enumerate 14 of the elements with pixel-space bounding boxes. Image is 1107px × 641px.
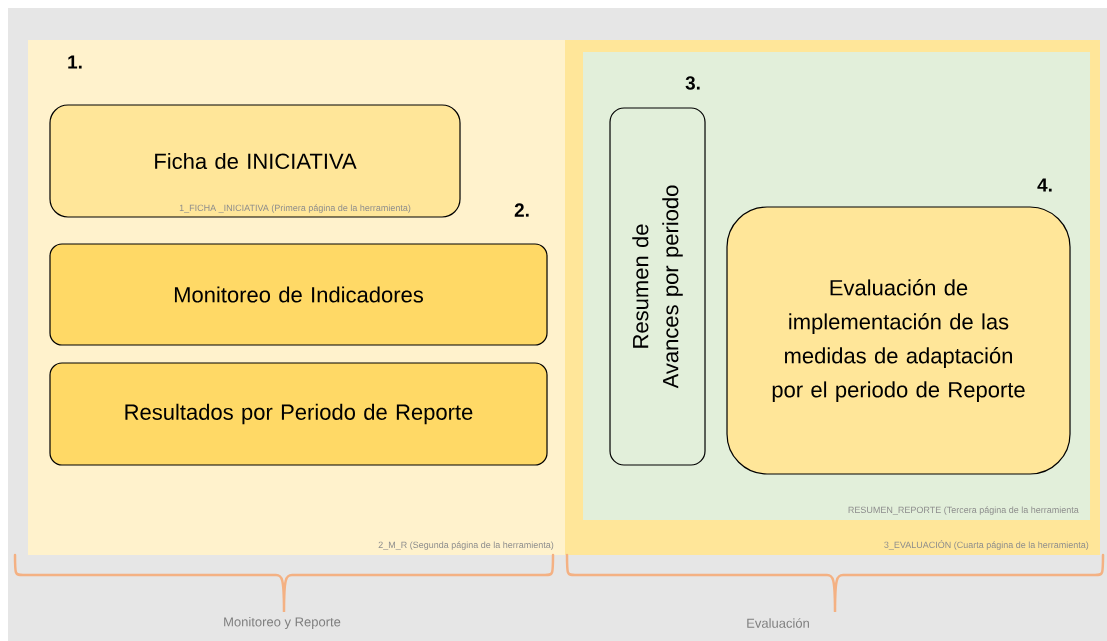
process-box: Ficha de INICIATIVA 1_FICHA _INICIATIVA (Primera página de la herramienta) bbox=[49, 104, 461, 218]
process-box: Resumen de Avances por periodo bbox=[609, 107, 706, 466]
step-number: 1. bbox=[68, 55, 82, 69]
step-number: 2. bbox=[514, 203, 529, 217]
page-caption: 2_M_R (Segunda página de la herramienta) bbox=[378, 541, 554, 550]
step-number: 3. bbox=[685, 76, 700, 90]
process-box: Resultados por Periodo de Reporte bbox=[49, 362, 548, 466]
group-label: Evaluación bbox=[747, 618, 809, 628]
process-box: Monitoreo de Indicadores bbox=[49, 243, 548, 346]
page-caption: 1_FICHA _INICIATIVA (Primera página de la herramienta) bbox=[179, 204, 411, 213]
page-caption: 3_EVALUACIÓN (Cuarta página de la herramienta) bbox=[884, 540, 1089, 550]
group-label: Monitoreo y Reporte bbox=[224, 616, 341, 630]
page-caption: RESUMEN_REPORTE (Tercera página de la herramienta bbox=[848, 506, 1079, 515]
process-box: Evaluación de implementación de las medidas de adaptación por el periodo de Reporte bbox=[726, 206, 1071, 475]
